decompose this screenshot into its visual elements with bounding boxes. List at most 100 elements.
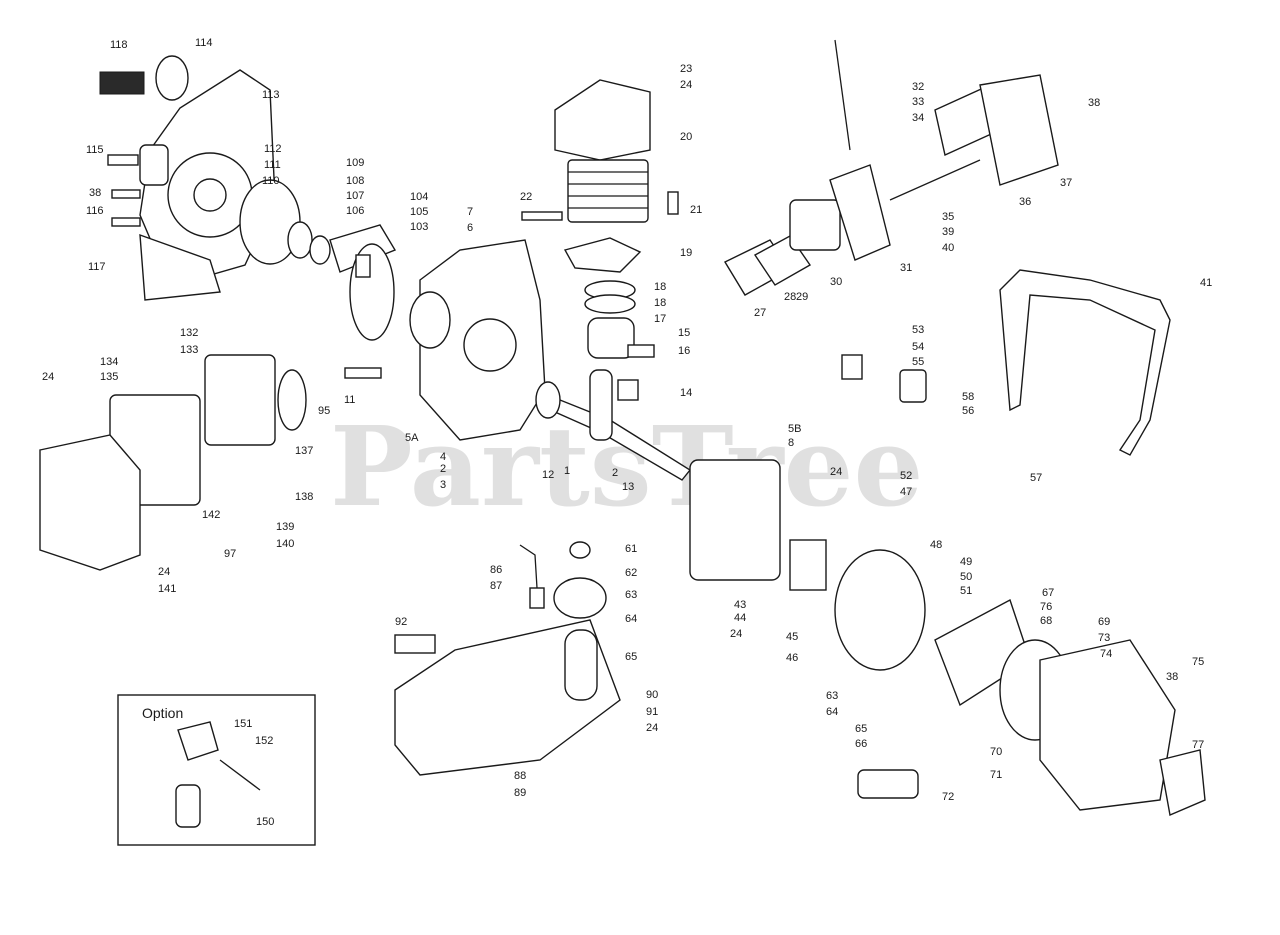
part-label: 138: [295, 491, 313, 503]
part-label: 73: [1098, 632, 1110, 644]
part-label: 38: [89, 187, 101, 199]
grommet-114: [155, 55, 189, 101]
bolt-11: [344, 367, 382, 379]
option-label-152: 152: [255, 735, 273, 747]
part-label: 142: [202, 509, 220, 521]
fuel-tank: [394, 619, 621, 776]
washer-107: [309, 235, 331, 265]
part-label: 24: [646, 722, 658, 734]
boss-111: [139, 144, 169, 186]
air-cover-37: [979, 74, 1059, 186]
starter-housing-74: [1039, 639, 1176, 811]
option-wire-152: [219, 759, 261, 791]
airbox-31: [829, 164, 891, 261]
part-label: 43: [734, 599, 746, 611]
pin-15: [627, 344, 655, 358]
starter-assembly: [857, 598, 1206, 816]
part-label: 5A: [405, 432, 419, 444]
part-label: 58: [962, 391, 974, 403]
part-label: 111: [264, 159, 281, 171]
part-label: 68: [1040, 615, 1052, 627]
part-label: 109: [346, 157, 364, 169]
part-label: 63: [625, 589, 637, 601]
screw-38: [111, 189, 141, 199]
part-label: 97: [224, 548, 236, 560]
part-label: 33: [912, 96, 924, 108]
guard-117: [139, 233, 221, 301]
part-label: 41: [1200, 277, 1212, 289]
part-label: 107: [346, 190, 364, 202]
rotor-48: [834, 549, 926, 671]
part-label: 87: [490, 580, 502, 592]
part-label: 133: [180, 344, 198, 356]
boot-53: [841, 354, 863, 380]
part-label: 113: [262, 89, 280, 101]
spring-105: [355, 254, 371, 278]
ignition-assembly: [689, 354, 927, 671]
option-boot-151: [177, 721, 219, 761]
part-label: 135: [100, 371, 118, 383]
bolt-21: [667, 191, 679, 215]
part-label: 23: [680, 63, 692, 75]
fuel-filter-87: [529, 587, 545, 609]
cylinder-fins: [568, 171, 648, 209]
option-frame: [117, 694, 316, 846]
part-label: 37: [1060, 177, 1072, 189]
part-label: 72: [942, 791, 954, 803]
part-label: 61: [625, 543, 637, 555]
filler-neck-85: [564, 629, 598, 701]
part-label: 45: [786, 631, 798, 643]
part-label: 76: [1040, 601, 1052, 613]
part-label: 57: [1030, 472, 1042, 484]
part-label: 47: [900, 486, 912, 498]
bearing-14: [617, 379, 639, 401]
part-label: 14: [680, 387, 692, 399]
part-label: 55: [912, 356, 924, 368]
part-label: 74: [1100, 648, 1112, 660]
part-label: 35: [942, 211, 954, 223]
part-label: 15: [678, 327, 690, 339]
gasket-19: [563, 237, 642, 273]
part-label: 16: [678, 345, 690, 357]
part-label: 20: [680, 131, 692, 143]
fuel-tank-assembly: [394, 541, 621, 776]
part-label: 66: [855, 738, 867, 750]
part-label: 115: [86, 144, 104, 156]
label-plate-118: [99, 71, 145, 95]
option-box: Option 151 152 150: [117, 694, 316, 846]
part-label: 3: [440, 479, 446, 491]
crankcase-assembly: [344, 239, 546, 441]
part-label: 22: [520, 191, 532, 203]
part-label: 139: [276, 521, 294, 533]
part-label: 108: [346, 175, 364, 187]
part-label: 24: [680, 79, 692, 91]
starter-handle-72: [857, 769, 919, 799]
part-label: 18: [654, 297, 666, 309]
part-label: 51: [960, 585, 972, 597]
carburetor-30: [789, 199, 841, 251]
part-label: 103: [410, 221, 428, 233]
seal-7: [409, 291, 451, 349]
part-label: 38: [1166, 671, 1178, 683]
throttle-cable-32: [834, 39, 851, 151]
cylinder-20: [567, 159, 649, 223]
gasket-95: [277, 369, 307, 431]
part-label: 62: [625, 567, 637, 579]
carburetor-assembly: [724, 39, 1059, 296]
part-label: 64: [625, 613, 637, 625]
crank-bore: [463, 318, 517, 372]
part-label: 67: [1042, 587, 1054, 599]
conrod-12: [589, 369, 613, 441]
part-label: 137: [295, 445, 313, 457]
part-label: 132: [180, 327, 198, 339]
muffler-assembly: [39, 354, 307, 571]
part-label: 54: [912, 341, 924, 353]
muffler-body-132: [204, 354, 276, 446]
screw-115: [107, 154, 139, 166]
part-label: 24: [730, 628, 742, 640]
starter-label-77: [1159, 749, 1206, 816]
part-label: 8: [788, 437, 794, 449]
part-label: 50: [960, 571, 972, 583]
part-label: 110: [262, 175, 280, 187]
